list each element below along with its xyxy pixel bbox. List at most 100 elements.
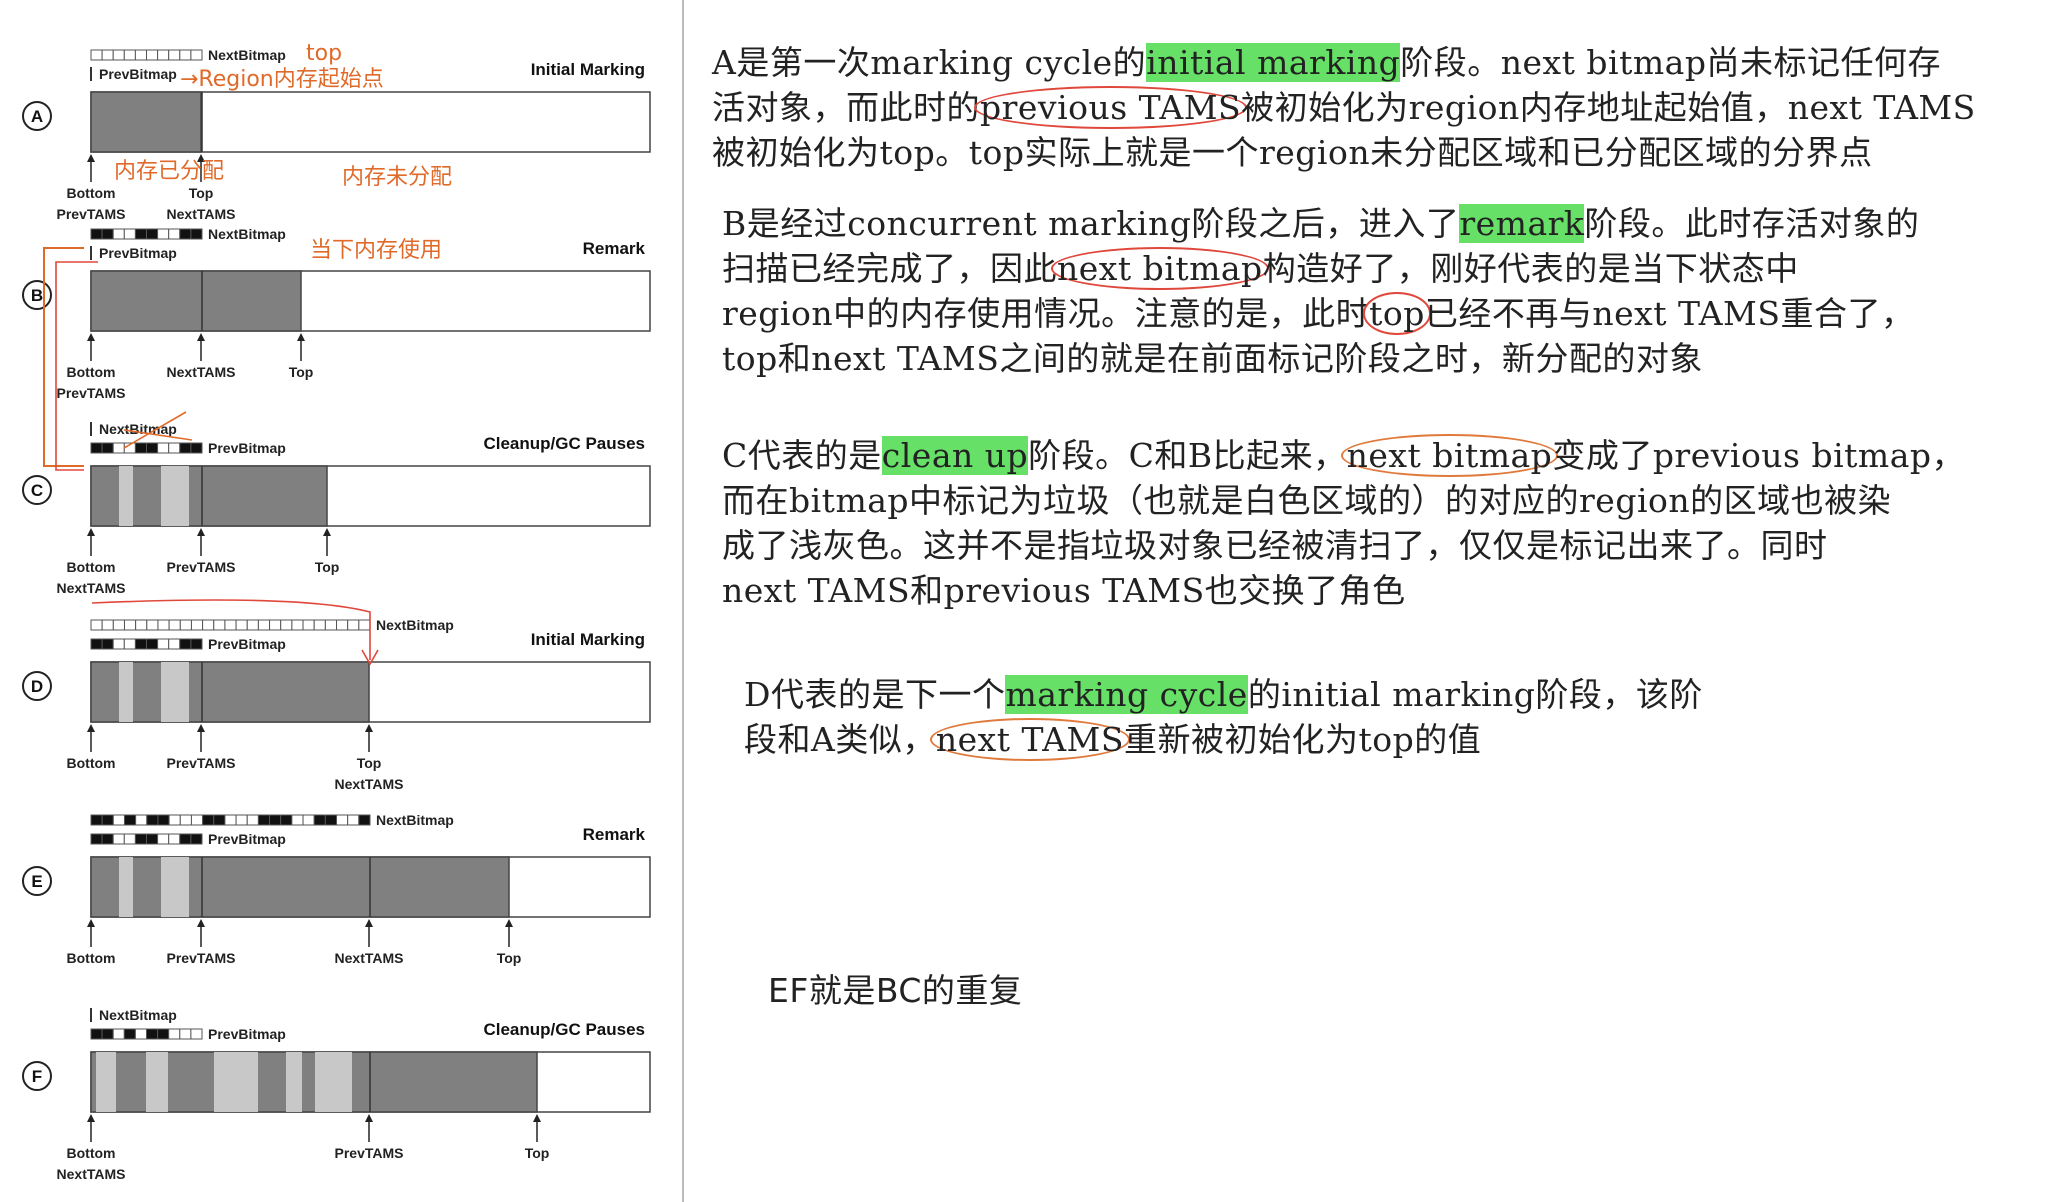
bitmap-cell (134, 1028, 147, 1040)
note-line: 段和A类似，next TAMS重新被初始化为top的值 (744, 717, 1703, 762)
bitmap-cell (146, 442, 159, 454)
bitmap-cell (179, 619, 192, 631)
prev-bitmap-label: PrevBitmap (208, 440, 286, 456)
bitmap-cell (90, 49, 103, 61)
marker-label: PrevTAMS (57, 385, 126, 401)
bitmap-cell (190, 814, 204, 826)
note-text: 而在bitmap中标记为垃圾（也就是白色区域的）的对应的region的区域也被染 (722, 481, 1892, 520)
marker-arrow-head (87, 528, 95, 536)
bitmap-cell (168, 814, 181, 826)
bitmap-cell (202, 814, 215, 826)
bitmap-cell (280, 814, 293, 826)
handwritten-note-top: top (306, 41, 342, 66)
next-bitmap-label: NextBitmap (376, 617, 454, 633)
bitmap-cell (123, 814, 137, 826)
note-text: A是第一次marking cycle的 (712, 43, 1147, 82)
stage-letter: B (31, 286, 43, 305)
note-line: 被初始化为top。top实际上就是一个region未分配区域和已分配区域的分界点 (712, 130, 1976, 175)
note-text: top和next TAMS之间的就是在前面标记阶段之时，新分配的对象 (722, 339, 1703, 378)
bitmap-cell (324, 619, 338, 631)
stage-badge-f (22, 1061, 52, 1091)
note-text: 阶段。C和B比起来， (1028, 436, 1347, 475)
note-line: 成了浅灰色。这并不是指垃圾对象已经被清扫了，仅仅是标记出来了。同时 (722, 523, 1965, 568)
garbage-area (286, 1052, 302, 1112)
marker-arrow-head (197, 919, 205, 927)
bitmap-cell (190, 442, 203, 454)
note-text: 被初始化为top。top实际上就是一个region未分配区域和已分配区域的分界点 (712, 133, 1873, 172)
connector-arrow (55, 261, 98, 471)
note-text: B是经过concurrent marking阶段之后，进入了 (722, 204, 1460, 243)
bitmap-cell (269, 619, 282, 631)
garbage-area (315, 1052, 352, 1112)
marker-arrow-head (197, 333, 205, 341)
highlighted-term: remark (1459, 204, 1585, 243)
bitmap-cell (179, 442, 192, 454)
note-text: 段和A类似， (744, 720, 936, 759)
bitmap-cell (101, 814, 114, 826)
bitmap-cell (157, 442, 170, 454)
garbage-area (96, 1052, 116, 1112)
connector-arrow (43, 247, 84, 467)
bitmap-cell (157, 833, 170, 845)
note-line: C代表的是clean up阶段。C和B比起来，next bitmap变成了pre… (722, 433, 1965, 478)
marker-label: Top (289, 364, 314, 380)
garbage-area (146, 1052, 168, 1112)
bitmap-cell (112, 228, 125, 240)
note-line: D代表的是下一个marking cycle的initial marking阶段，… (744, 672, 1703, 717)
marker-arrow-head (197, 528, 205, 536)
connector-arrow (91, 599, 371, 660)
bitmap-cell (90, 638, 103, 650)
marker-arrow-head (365, 1114, 373, 1122)
marker-arrow-head (533, 1114, 541, 1122)
garbage-area (119, 662, 133, 722)
bitmap-cell (213, 619, 226, 631)
bitmap-cell (179, 49, 192, 61)
allocated-area (90, 270, 302, 332)
bitmap-cell (90, 228, 103, 240)
stage-title: Cleanup/GC Pauses (483, 434, 645, 453)
bitmap-cell (224, 619, 237, 631)
next-bitmap-label: NextBitmap (208, 226, 286, 242)
bitmap-cell (146, 1028, 159, 1040)
note-line: region中的内存使用情况。注意的是，此时top已经不再与next TAMS重… (722, 291, 1919, 336)
note-line: A是第一次marking cycle的initial marking阶段。nex… (712, 40, 1976, 85)
bitmap-cell (190, 638, 203, 650)
stage-title: Remark (583, 825, 646, 844)
bitmap-cell (135, 619, 148, 631)
stage-title: Initial Marking (531, 60, 645, 79)
bitmap-cell (123, 1028, 136, 1040)
note-text: next TAMS和previous TAMS也交换了角色 (722, 571, 1406, 610)
note-text: 被初始化为region内存地址起始值，next TAMS (1241, 88, 1976, 127)
allocated-area (90, 91, 202, 153)
circled-term: next TAMS (929, 718, 1130, 761)
marker-arrow-head (87, 1114, 95, 1122)
bitmap-cell (146, 619, 159, 631)
stage-title: Remark (583, 239, 646, 258)
bitmap-cell (134, 833, 147, 845)
next-bitmap-label: NextBitmap (99, 1007, 177, 1023)
bitmap-cell (168, 1028, 181, 1040)
bitmap-cell (302, 814, 315, 826)
bitmap-cell (269, 814, 282, 826)
circled-term: previous TAMS (974, 86, 1248, 129)
bitmap-cell (146, 638, 159, 650)
marker-arrow-head (197, 154, 205, 162)
marker-label: Bottom (67, 364, 116, 380)
bitmap-cell (123, 619, 137, 631)
marker-label: PrevTAMS (167, 950, 236, 966)
circled-term: next bitmap (1340, 434, 1559, 477)
bitmap-cell (146, 49, 159, 61)
bitmap-cell (112, 638, 125, 650)
next-bitmap-label: NextBitmap (99, 421, 177, 437)
marker-label: NextTAMS (335, 776, 404, 792)
note-text: 构造好了，刚好代表的是当下状态中 (1262, 249, 1799, 288)
bitmap-cell (224, 814, 237, 826)
bitmap-cell (157, 814, 170, 826)
bitmap-cell (134, 49, 147, 61)
bitmap-cell (190, 833, 203, 845)
circled-term: next bitmap (1051, 247, 1269, 290)
bitmap-cell (134, 228, 147, 240)
handwritten-note-allocated: 内存已分配 (114, 159, 224, 184)
note-text: 活对象，而此时的 (712, 88, 980, 127)
marker-label: Top (189, 185, 214, 201)
